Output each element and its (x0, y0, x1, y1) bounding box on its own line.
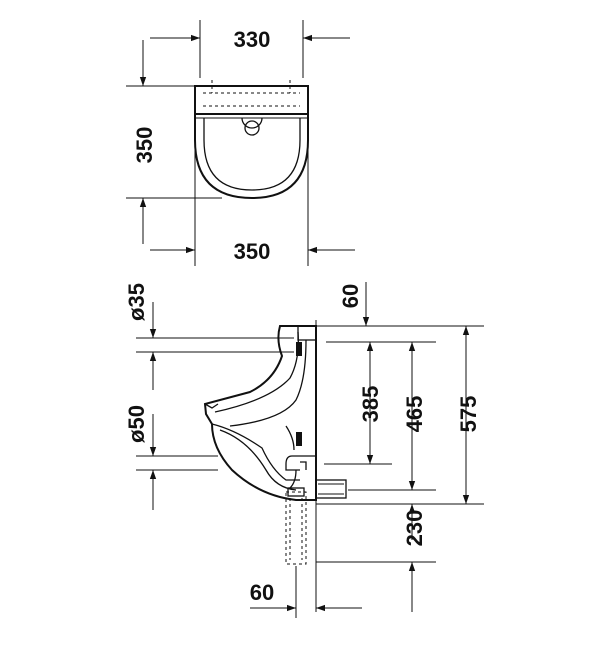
dim-label-385: 385 (358, 386, 383, 423)
dim-label-465: 465 (402, 396, 427, 433)
dim-label-350-horizontal: 350 (234, 239, 271, 264)
dim-label-330: 330 (234, 27, 271, 52)
urinal-body-outline (203, 325, 317, 501)
side-view: ø35 ø50 60 385 465 575 230 (124, 282, 484, 618)
bowl-outline-top (194, 114, 309, 200)
dim-label-d35: ø35 (124, 283, 149, 321)
top-rim (194, 85, 309, 115)
dim-label-60-bottom: 60 (250, 580, 274, 605)
top-view: 330 350 350 (126, 20, 355, 266)
dim-label-350-vertical: 350 (132, 127, 157, 164)
dim-label-575: 575 (456, 396, 481, 433)
dim-label-60-top: 60 (338, 284, 363, 308)
dim-label-230: 230 (402, 510, 427, 547)
trap-pipe-vertical (285, 491, 307, 565)
outlet-pipe-horizontal (315, 479, 347, 499)
dim-label-d50: ø50 (124, 405, 149, 443)
